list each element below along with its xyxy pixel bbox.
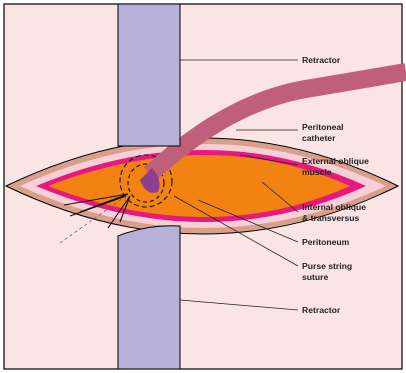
label-catheter-line2: catheter: [302, 133, 336, 143]
label-internal-oblique-line1: Internal oblique: [302, 202, 366, 212]
label-internal-oblique-line2: & transversus: [302, 213, 360, 223]
label-retractor-bottom: Retractor: [302, 305, 341, 315]
label-purse-string-line2: suture: [302, 272, 328, 282]
retractor-top: [118, 4, 180, 146]
retractor-bottom: [118, 226, 180, 369]
label-purse-string-line1: Purse string: [302, 261, 352, 271]
label-retractor-top: Retractor: [302, 55, 341, 65]
label-external-oblique-line1: External oblique: [302, 156, 369, 166]
label-external-oblique-line2: muscle: [302, 167, 332, 177]
label-peritoneum: Peritoneum: [302, 237, 350, 247]
label-catheter-line1: Peritoneal: [302, 122, 344, 132]
